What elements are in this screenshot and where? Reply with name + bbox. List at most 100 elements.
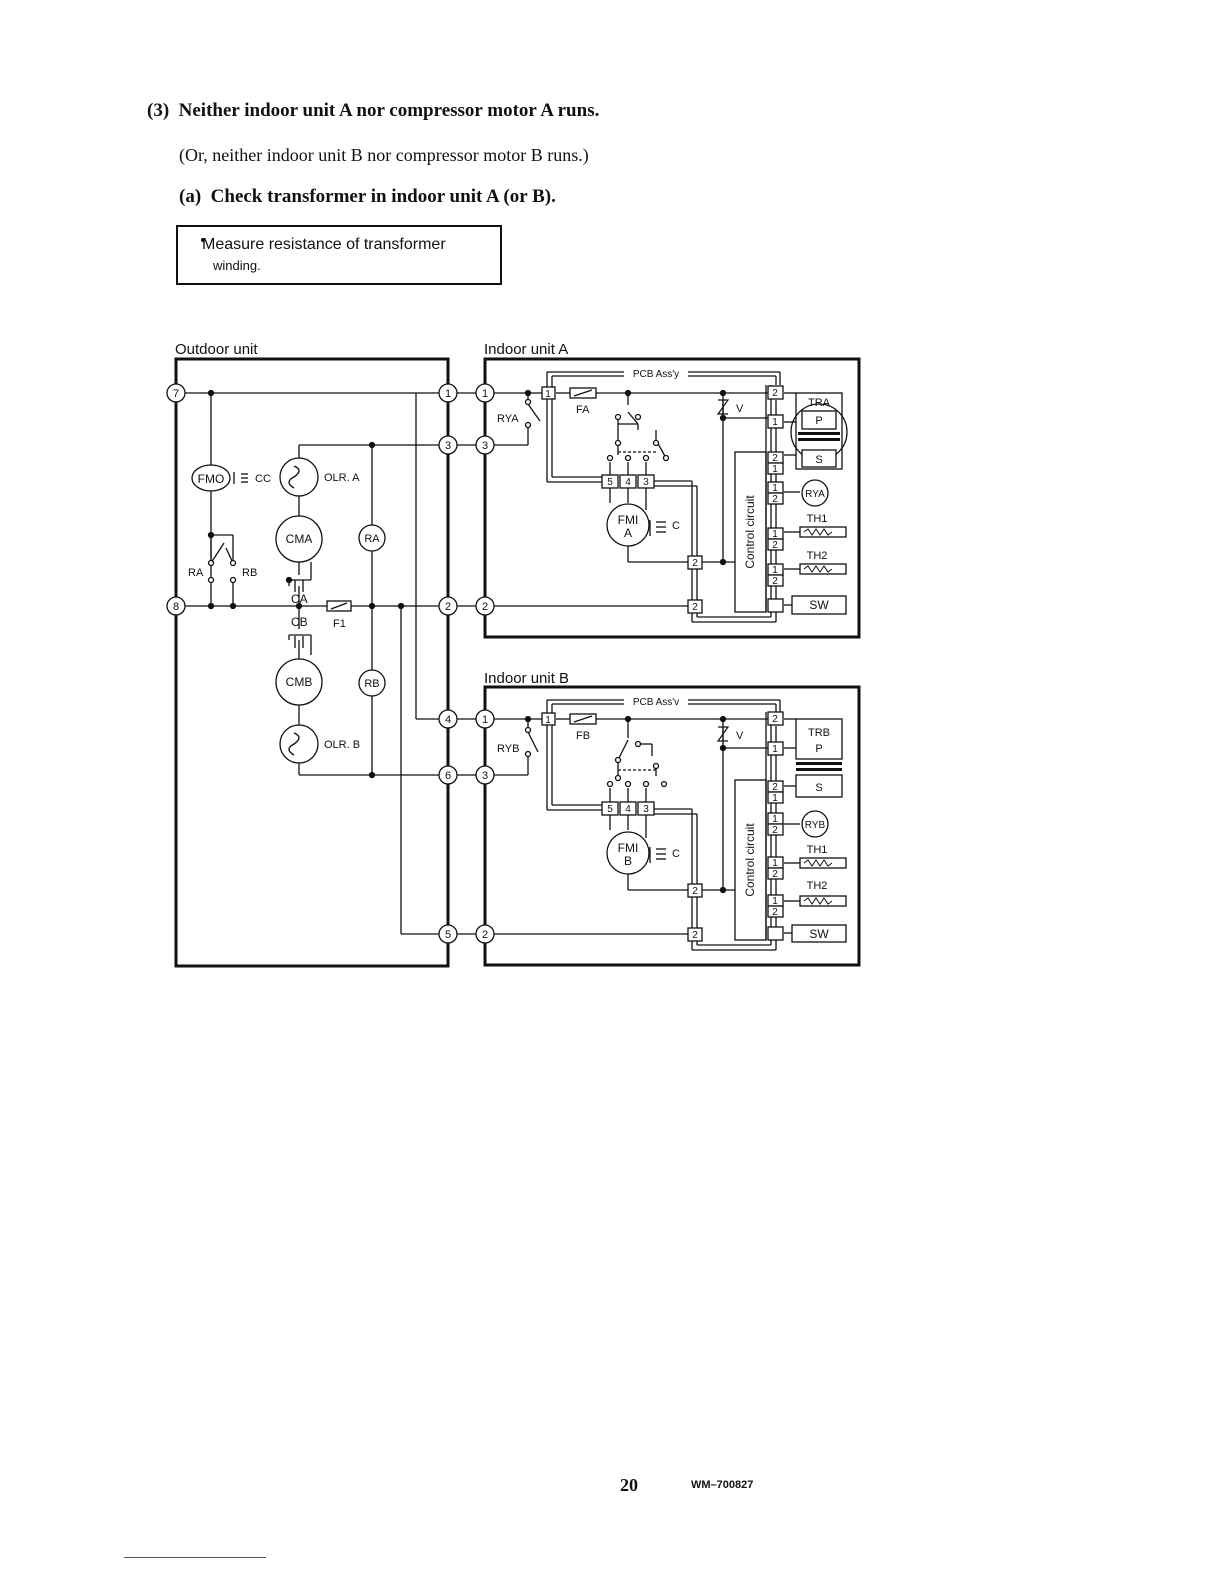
- b-p-pin-label: 1: [772, 744, 778, 755]
- b-mid-pin: [687, 883, 703, 898]
- th1-b-label: TH1: [807, 844, 828, 856]
- outdoor-unit-title: Outdoor unit: [175, 341, 258, 358]
- tra-primary-winding: [801, 410, 837, 430]
- a-th2-pin-1-label: 1: [772, 565, 778, 576]
- section-heading: (3) Neither indoor unit A nor compressor…: [147, 100, 600, 121]
- ryb-switch-label: RYB: [497, 743, 519, 755]
- pcb-b-pin-1-label: 1: [545, 715, 551, 726]
- tra-core-2: [798, 438, 840, 441]
- b-s-pin-1-label: 1: [772, 793, 778, 804]
- indoor-a-terminal-2: [475, 596, 495, 616]
- th1-a-label: TH1: [807, 513, 828, 525]
- instruction-line-1: Measure resistance of transformer: [202, 236, 446, 253]
- trb-label: TRB: [808, 727, 830, 739]
- control-circuit-b: [734, 779, 767, 941]
- b-ryb-pin-1-label: 1: [772, 814, 778, 825]
- outdoor-terminal-3-label: 3: [445, 440, 451, 452]
- olr-a-icon: [279, 457, 319, 497]
- sw-a-icon: [791, 595, 847, 615]
- pcb-a-label: PCB Ass'y: [633, 369, 679, 380]
- sw-b-label: SW: [809, 927, 829, 941]
- fan-a-pin-3: [637, 474, 655, 489]
- footer-divider: [124, 1557, 266, 1558]
- interconnect-wiring: [456, 392, 476, 935]
- fan-b-pin-4-label: 4: [625, 804, 631, 815]
- b-th2-pin-1-label: 1: [772, 896, 778, 907]
- sw-a-label: SW: [809, 598, 829, 612]
- b-th1-pin-2-label: 2: [772, 869, 778, 880]
- a-rya-pin-2-label: 2: [772, 494, 778, 505]
- a-rya-pin-1-label: 1: [772, 483, 778, 494]
- a-top-pin-label: 2: [772, 388, 778, 399]
- outdoor-wiring: [184, 389, 440, 935]
- indoor-b-wiring: [493, 699, 800, 951]
- b-top-pin: [767, 711, 784, 726]
- a-s-pin-1-label: 1: [772, 464, 778, 475]
- v-a-label: V: [736, 403, 744, 415]
- indoor-a-terminal-1: [475, 383, 495, 403]
- fan-b-pin-3: [637, 801, 655, 816]
- ra-coil-label: RA: [364, 533, 380, 545]
- f1-label: F1: [333, 618, 346, 630]
- tra-secondary-winding: [801, 449, 837, 468]
- indoor-b-terminal-1: [475, 709, 495, 729]
- b-bot-pin: [687, 927, 703, 942]
- rb-coil-icon: [358, 669, 386, 697]
- fan-a-pin-3-label: 3: [643, 477, 649, 488]
- fmi-a-motor-icon: [606, 503, 650, 547]
- b-s-pin-2-label: 2: [772, 782, 778, 793]
- cma-label: CMA: [286, 532, 313, 546]
- bullet-icon: [201, 238, 205, 242]
- olr-b-label: OLR. B: [324, 739, 360, 751]
- ca-label: CA: [291, 592, 308, 606]
- b-top-pin-label: 2: [772, 714, 778, 725]
- indoor-b-terminal-1-label: 1: [482, 714, 488, 726]
- rya-switch-label: RYA: [497, 413, 519, 425]
- pcb-b-label: PCB Ass'v: [633, 697, 679, 708]
- control-circuit-a: [734, 451, 767, 613]
- olr-a-label: OLR. A: [324, 472, 360, 484]
- rya-coil-icon: [801, 479, 829, 507]
- indoor-b-terminal-2-label: 2: [482, 929, 488, 941]
- indoor-unit-b-title: Indoor unit B: [484, 670, 569, 687]
- fmi-a-label-1: FMI: [618, 513, 639, 527]
- ra-switch-label: RA: [188, 567, 204, 579]
- outdoor-terminal-6-label: 6: [445, 770, 451, 782]
- fan-a-pin-5: [601, 474, 619, 489]
- a-th1-pin-1-label: 1: [772, 529, 778, 540]
- fan-b-pin-4: [619, 801, 637, 816]
- outdoor-terminal-2-label: 2: [445, 601, 451, 613]
- c-b-label: C: [672, 848, 680, 860]
- document-code: WM–700827: [691, 1479, 754, 1491]
- cb-label: CB: [291, 615, 308, 629]
- fa-label: FA: [576, 404, 590, 416]
- fmo-label: FMO: [198, 472, 225, 486]
- b-th2-pin-2: [767, 905, 784, 918]
- s-a-label: S: [815, 454, 822, 466]
- b-th1-pin-1-label: 1: [772, 858, 778, 869]
- terminal-8-label: 8: [173, 601, 179, 613]
- a-mid-pin-label: 2: [692, 558, 698, 569]
- th2-b-label: TH2: [807, 880, 828, 892]
- trb-core-1: [796, 762, 842, 765]
- fan-a-pin-4: [619, 474, 637, 489]
- indoor-a-terminal-3: [475, 435, 495, 455]
- fmi-b-label-2: B: [624, 854, 632, 868]
- indoor-unit-a-title: Indoor unit A: [484, 341, 568, 358]
- indoor-unit-b-frame: [483, 685, 861, 967]
- fmo-motor-icon: [191, 464, 231, 492]
- th2-a-label: TH2: [807, 550, 828, 562]
- a-s-pin-1: [767, 462, 784, 475]
- sub-heading: (a) Check transformer in indoor unit A (…: [179, 186, 556, 207]
- page-number: 20: [620, 1475, 638, 1495]
- rya-coil-label: RYA: [805, 489, 825, 500]
- indoor-b-terminal-3-label: 3: [482, 770, 488, 782]
- outdoor-unit-frame: [174, 357, 450, 968]
- th2-b-thermistor-icon: [799, 895, 847, 907]
- tra-label: TRA: [808, 397, 831, 409]
- sw-b-icon: [791, 924, 847, 943]
- outdoor-terminal-1: [438, 383, 458, 403]
- terminal-8: [166, 596, 186, 616]
- fan-a-pin-5-label: 5: [607, 477, 613, 488]
